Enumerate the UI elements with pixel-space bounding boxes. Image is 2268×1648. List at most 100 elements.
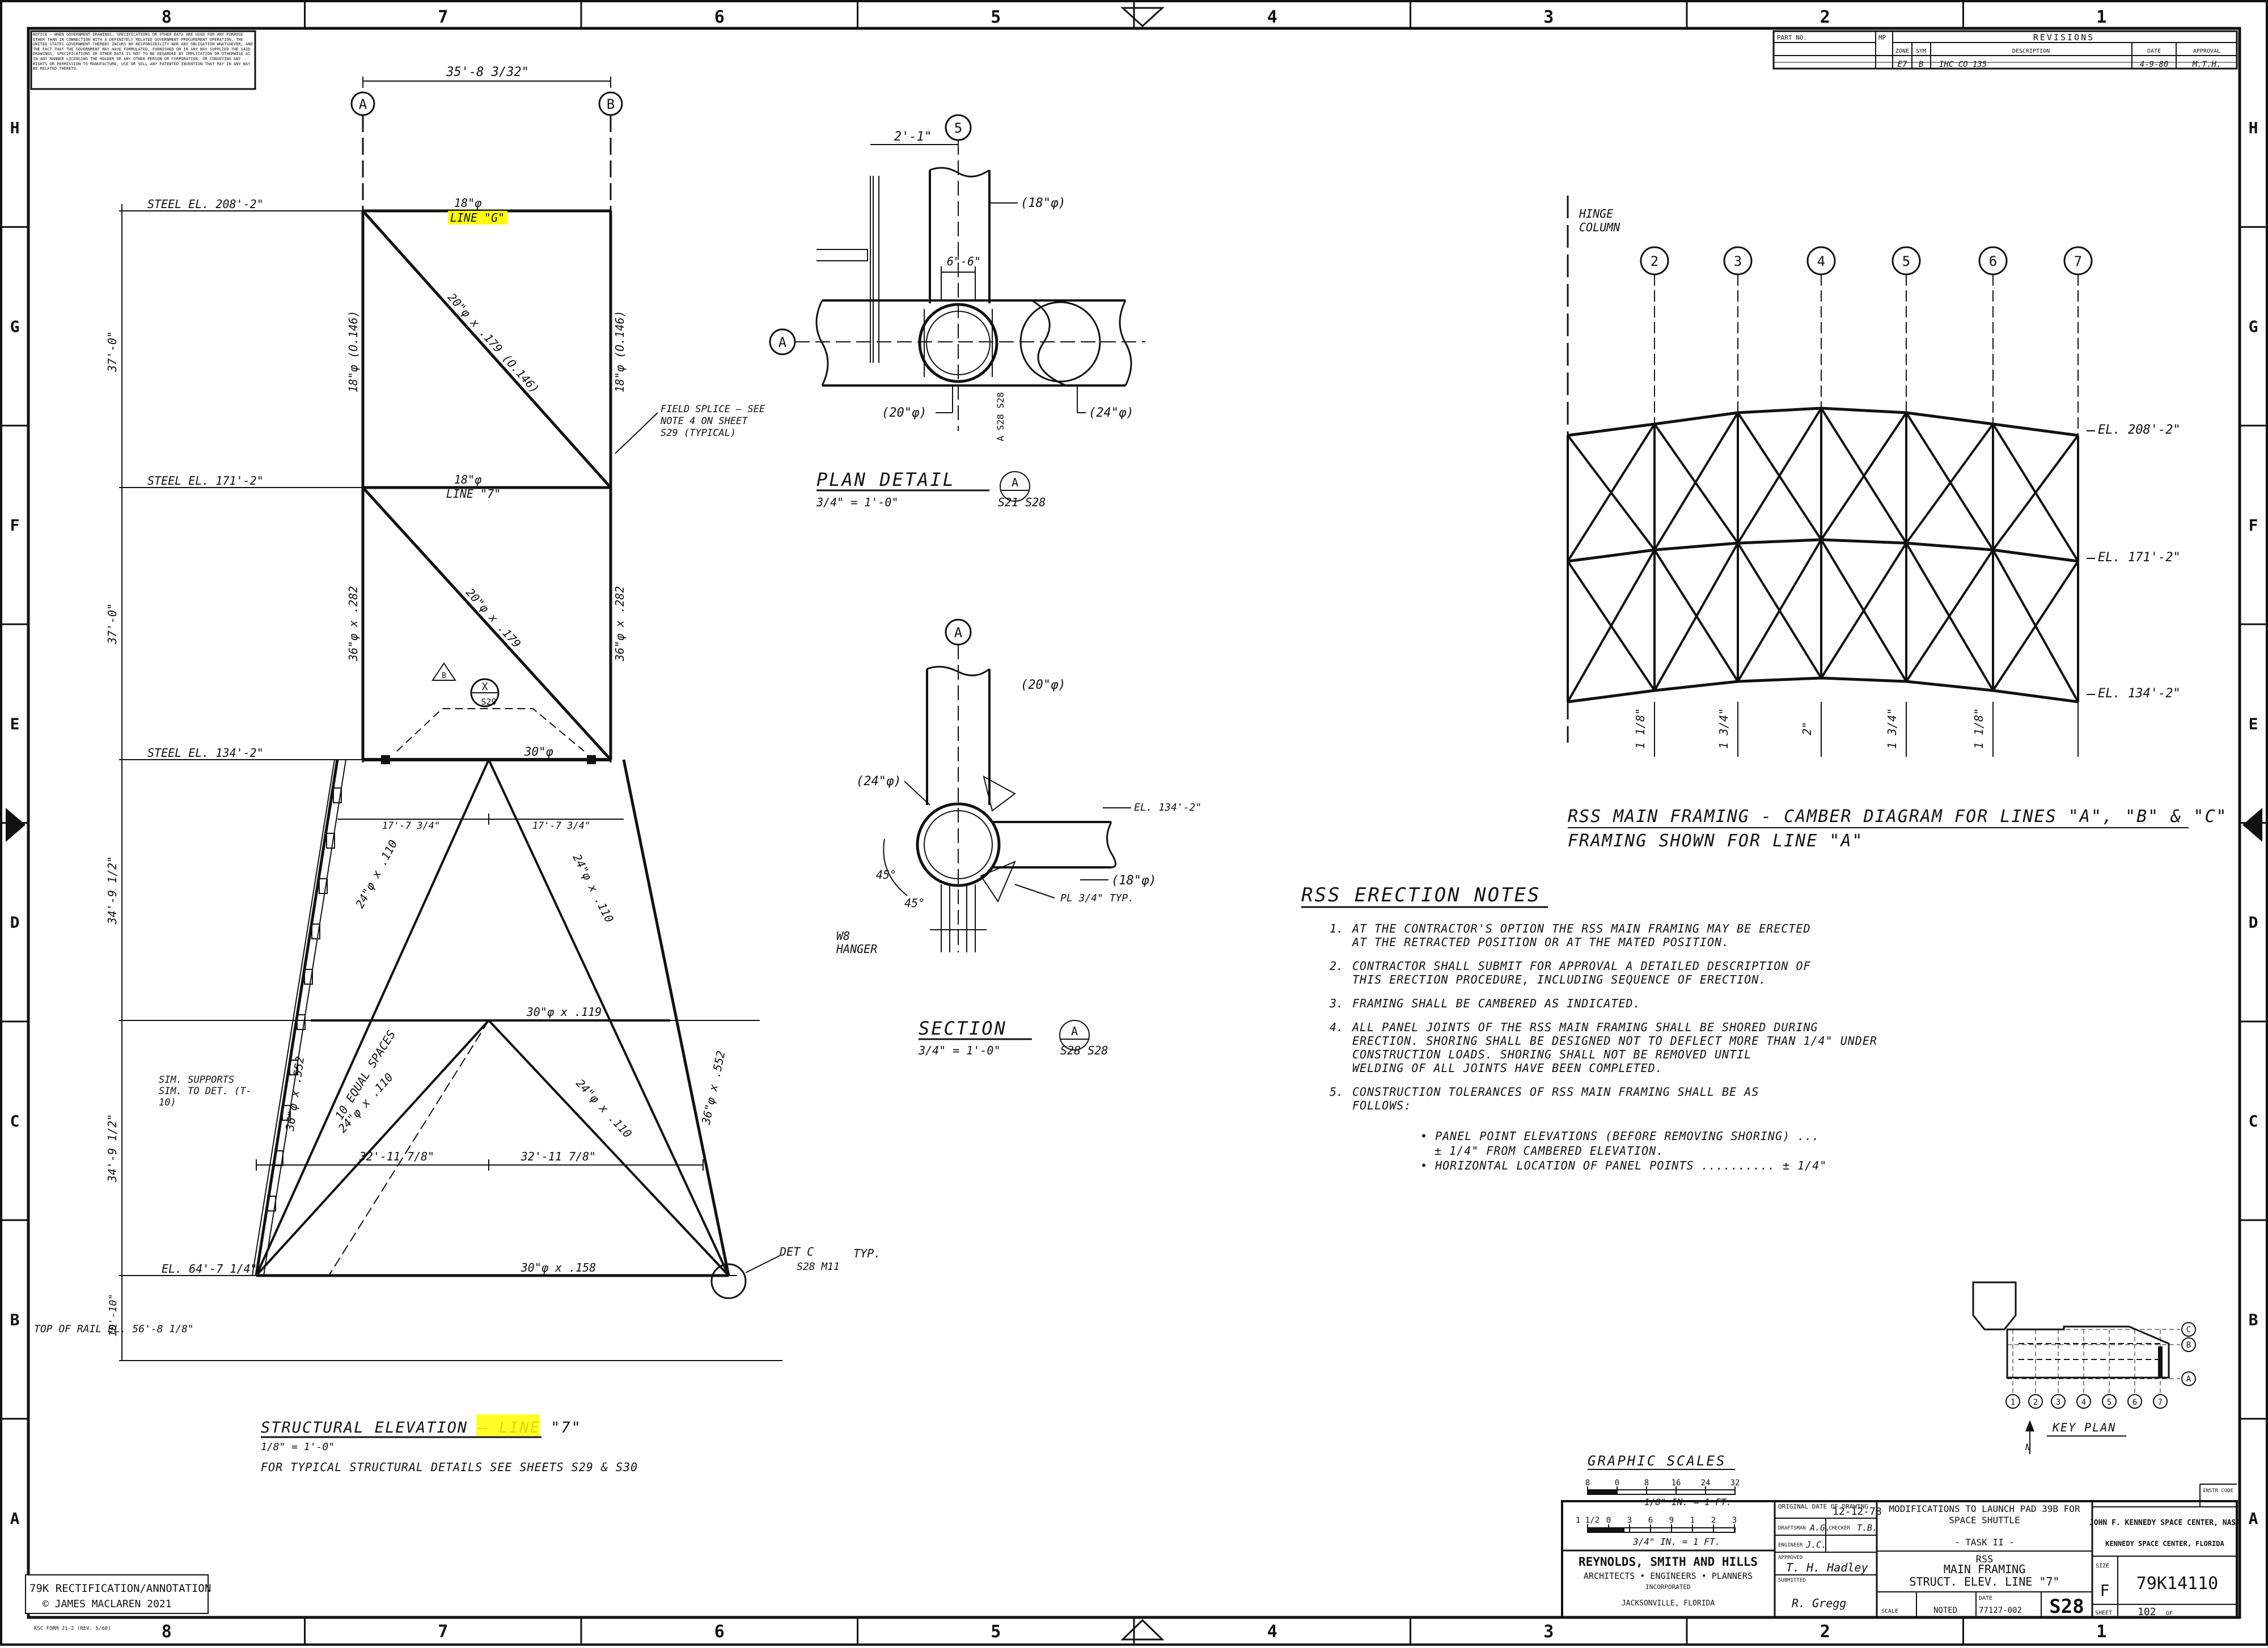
border-row-left-H: H xyxy=(10,118,20,137)
note-1-line-2: AT THE RETRACTED POSITION OR AT THE MATE… xyxy=(1351,935,1729,949)
border-row-right-F: F xyxy=(2249,516,2258,535)
camber-value-4: 2" xyxy=(1800,722,1814,735)
camber-grid-label-7: 7 xyxy=(2074,253,2082,269)
camber-value-3: 1 3/4" xyxy=(1717,708,1730,749)
border-col-bottom-1: 1 xyxy=(2096,1622,2106,1642)
det-c-typ: TYP. xyxy=(853,1247,881,1260)
scale-1-tick-3: 16 xyxy=(1672,1478,1681,1488)
scale-1-tick-4: 24 xyxy=(1701,1478,1711,1488)
camber-grid-label-4: 4 xyxy=(1817,253,1825,269)
border-col-bottom-7: 7 xyxy=(438,1622,448,1642)
border-col-top-2: 2 xyxy=(1820,7,1830,27)
brace-right-label: 24"φ x .110 xyxy=(570,851,616,925)
col-upper-left-label: 18"φ (O.146) xyxy=(346,311,360,393)
center-mark-left xyxy=(6,808,26,842)
plan-dim-66: 6"-6" xyxy=(947,255,981,268)
camber-grid-label-2: 2 xyxy=(1651,253,1658,269)
detail-x-label: X xyxy=(482,681,488,693)
rss-label: RSS xyxy=(1976,1554,1994,1565)
member-top-18: 18"φ xyxy=(454,196,482,210)
erection-notes: RSS ERECTION NOTES 1.AT THE CONTRACTOR'S… xyxy=(1301,884,1877,1172)
note-5-number: 5. xyxy=(1330,1085,1343,1099)
border-col-top-4: 4 xyxy=(1267,7,1277,27)
plan-detail-scale: 3/4" = 1'-0" xyxy=(816,495,899,509)
key-plan-line-bubble-C xyxy=(2181,1322,2196,1337)
camber-title: RSS MAIN FRAMING - CAMBER DIAGRAM FOR LI… xyxy=(1568,807,2228,827)
border-row-left-B: B xyxy=(10,1310,20,1329)
section-plate: PL 3/4" TYP. xyxy=(1060,892,1134,904)
border-row-right-C: C xyxy=(2249,1112,2258,1130)
rev-row-date: 4-9-80 xyxy=(2140,60,2169,69)
camber-el-208: EL. 208'-2" xyxy=(2098,423,2181,437)
section-pipe-24: (24"φ) xyxy=(856,774,901,789)
revision-triangle xyxy=(431,662,456,681)
border-row-right-D: D xyxy=(2249,913,2258,932)
part-no-label: PART NO. xyxy=(1777,34,1807,41)
key-plan-bubble-1 xyxy=(2005,1394,2020,1409)
note-4-line-4: WELDING OF ALL JOINTS HAVE BEEN COMPLETE… xyxy=(1352,1061,1663,1075)
detail-c-circle xyxy=(710,1263,747,1299)
camber-subtitle: FRAMING SHOWN FOR LINE "A" xyxy=(1568,831,1864,851)
border-col-top-3: 3 xyxy=(1543,7,1554,27)
col-upper-right-label: 18"φ (O.146) xyxy=(613,311,627,393)
section-ref: S28 S28 xyxy=(1060,1044,1108,1057)
scale-2-tick-0: 1 1/2 xyxy=(1576,1516,1600,1525)
annotation-box: 79K RECTIFICATION/ANNOTATION © JAMES MAC… xyxy=(25,1574,211,1614)
key-plan-line-A: A xyxy=(2186,1375,2191,1384)
section-detail: A (20"φ) EL. 134'-2" (24"φ) (18"φ) PL 3/… xyxy=(836,618,1201,1057)
note-5-line-1: CONSTRUCTION TOLERANCES OF RSS MAIN FRAM… xyxy=(1352,1085,1759,1099)
key-plan-grid-7: 7 xyxy=(2158,1398,2163,1407)
note-1-number: 1. xyxy=(1330,922,1343,935)
sheet-label: SHEET xyxy=(2095,1610,2112,1616)
modification-title: MODIFICATIONS TO LAUNCH PAD 39B FOR SPAC… xyxy=(1889,1503,2080,1526)
rev-row-zone: E7 xyxy=(1898,60,1907,69)
section-pipe-18: (18"φ) xyxy=(1111,874,1156,888)
top-of-rail: TOP OF RAIL EL. 56'-8 1/8" xyxy=(34,1323,194,1335)
firm-inc: INCORPORATED xyxy=(1645,1583,1690,1591)
dim-32b: 32'-11 7/8" xyxy=(521,1150,596,1163)
section-angle-45b: 45° xyxy=(904,896,925,910)
col-mid-right-label: 36"φ x .282 xyxy=(613,586,627,662)
leg-right-label: 36"φ x .552 xyxy=(699,1049,727,1126)
scale-1-tick-0: 8 xyxy=(1585,1478,1590,1488)
form-number: KSC FORM 21-2 (REV. 5/68) xyxy=(34,1626,111,1632)
annotation-line-1: 79K RECTIFICATION/ANNOTATION xyxy=(29,1582,211,1595)
government-notice-block: NOTICE — WHEN GOVERNMENT DRAWINGS, SPECI… xyxy=(30,30,256,90)
section-grid-a: A xyxy=(954,625,963,641)
height-dim-37b: 37'-0" xyxy=(105,603,119,645)
elevation-scale: 1/8" = 1'-0" xyxy=(261,1441,335,1453)
border-col-top-8: 8 xyxy=(162,7,172,27)
scale-1-tick-2: 8 xyxy=(1644,1478,1649,1488)
engineer: J.C. xyxy=(1805,1540,1826,1550)
ladder-support-note: SIM. SUPPORTS SIM. TO DET. (T-10) xyxy=(159,1074,252,1108)
line-7-label: LINE "7" xyxy=(446,487,501,501)
graphic-scales-title: GRAPHIC SCALES xyxy=(1588,1453,1726,1469)
steel-el-171: STEEL EL. 171'-2" xyxy=(147,474,264,488)
key-plan-line-bubble-B xyxy=(2181,1337,2196,1352)
plan-pipe-20: (20"φ) xyxy=(882,406,926,420)
rev-row-description: IHC CO 135 xyxy=(1939,60,1987,69)
key-plan-grid-6: 6 xyxy=(2132,1398,2137,1407)
border-row-right-H: H xyxy=(2249,118,2258,137)
section-bubble: A xyxy=(1071,1024,1078,1038)
border-row-left-C: C xyxy=(10,1112,20,1130)
note-5-line-2: FOLLOWS: xyxy=(1352,1099,1411,1112)
border-col-bottom-5: 5 xyxy=(991,1622,1001,1642)
revisions-title: REVISIONS xyxy=(2033,32,2094,43)
camber-el-134: EL. 134'-2" xyxy=(2098,687,2181,701)
scale-label: SCALE xyxy=(1881,1608,1898,1615)
key-plan-bubble-4 xyxy=(2076,1394,2091,1409)
border-row-left-D: D xyxy=(10,913,20,932)
draftsman: A.G. xyxy=(1809,1523,1830,1533)
task-label: - TASK II - xyxy=(1954,1537,2015,1548)
rev-header-sym: SYM xyxy=(1916,48,1926,54)
key-plan-line-bubble-A xyxy=(2181,1371,2196,1386)
key-plan-grid-2: 2 xyxy=(2033,1398,2038,1407)
camber-values: 1 1/8"1 3/4"2"1 3/4"1 1/8" xyxy=(1634,708,1986,749)
date-value: 77127-002 xyxy=(1979,1606,2022,1615)
plan-detail: 5 A 2'-1" (18"φ) 6"-6" (20"φ) (24"φ) xyxy=(769,114,1145,509)
